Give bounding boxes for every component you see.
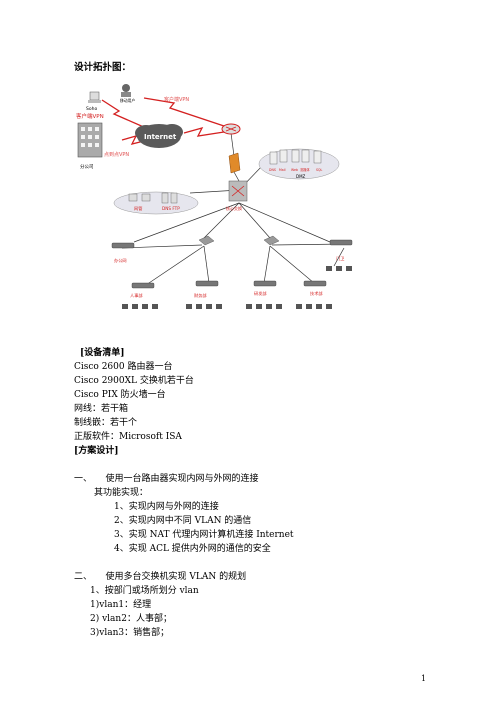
access-switch-icons <box>111 239 353 289</box>
equipment-item: Cisco 2900XL 交换机若干台 <box>74 376 194 386</box>
mgmt-zone <box>113 191 199 215</box>
section-one-item: 1、实现内网与外网的连接 <box>114 502 219 512</box>
dmz-server-group: DNS Mail Web 流媒体 SQL DMZ <box>258 148 340 180</box>
dmz-server-label-3: Web <box>291 168 298 172</box>
soho-label: Soho <box>86 106 97 112</box>
network-topology-diagram: Soho 客户端VPN 移动用户 客户端VPN 分公司 点到点VPN Inter… <box>76 84 353 309</box>
section-two-item: 2) vlan2：人事部； <box>90 614 172 624</box>
dept-right-label: 门卫 <box>336 255 344 262</box>
section-two-title: 二、 使用多台交换机实现 VLAN 的规划 <box>74 572 247 582</box>
soho-computer-icon <box>88 91 101 103</box>
section-two-item: 3)vlan3：销售部； <box>90 628 170 638</box>
core-switch-label: 核心交换 <box>226 205 242 211</box>
distribution-switch-icons <box>198 235 280 246</box>
section-one-item: 3、实现 NAT 代理内网计算机连接 Internet <box>114 530 294 540</box>
core-switch-icon <box>228 180 248 202</box>
ftp-label: DNS FTP <box>162 206 180 211</box>
dmz-server-label-4: 流媒体 <box>300 167 310 172</box>
mobile-user-icon <box>121 84 131 97</box>
section-one-title: 一、 使用一台路由器实现内网与外网的连接 <box>74 474 259 484</box>
dmz-server-label-2: Mail <box>279 168 286 172</box>
section-two-subtitle: 1、按部门或场所划分 vlan <box>90 586 199 596</box>
dmz-label: DMZ <box>296 174 306 179</box>
internet-label: Internet <box>144 133 177 141</box>
section-title: 设计拓扑图： <box>74 62 132 73</box>
net-mgmt-label: 网管 <box>134 205 142 212</box>
equipment-header: [设备清单] <box>80 348 125 358</box>
router-icon <box>221 123 241 135</box>
dmz-server-label-1: DNS <box>269 168 276 172</box>
branch-vpn-label: 点到点VPN <box>104 151 129 158</box>
dept4-label: 技术部 <box>310 290 323 297</box>
mobile-label: 移动用户 <box>120 98 135 103</box>
mobile-vpn-label: 客户端VPN <box>164 96 189 103</box>
branch-office-icon <box>77 122 103 158</box>
equipment-item: Cisco 2600 路由器一台 <box>74 362 173 372</box>
dept2-label: 财务部 <box>194 292 207 299</box>
equipment-item: 网线：若干箱 <box>74 404 129 414</box>
section-one-subtitle: 其功能实现： <box>94 488 149 498</box>
section-one-item: 4、实现 ACL 提供内外网的通信的安全 <box>114 544 271 554</box>
department-pc-icons <box>122 304 332 309</box>
section-one-item: 2、实现内网中不同 VLAN 的通信 <box>114 516 252 526</box>
internet-cloud-icon <box>135 124 183 148</box>
page-number: 1 <box>421 674 427 683</box>
dmz-server-label-5: SQL <box>316 168 323 172</box>
branch-label: 分公司 <box>80 163 94 170</box>
equipment-item: 制线嵌：若干个 <box>74 418 138 428</box>
dept3-label: 研发部 <box>254 290 267 297</box>
firewall-icon <box>228 152 241 174</box>
section-two-item: 1)vlan1：经理 <box>90 600 152 610</box>
right-pc-icons <box>326 266 352 271</box>
mgmt-computer-icons <box>128 192 178 204</box>
plan-header: [方案设计] <box>74 446 119 456</box>
equipment-item: 正版软件：Microsoft ISA <box>74 432 182 442</box>
equipment-item: Cisco PIX 防火墙一台 <box>74 390 166 400</box>
dept1-label: 人事部 <box>130 292 143 299</box>
soho-vpn-label: 客户端VPN <box>76 112 104 120</box>
dept-left-label: 办公网 <box>114 257 127 264</box>
